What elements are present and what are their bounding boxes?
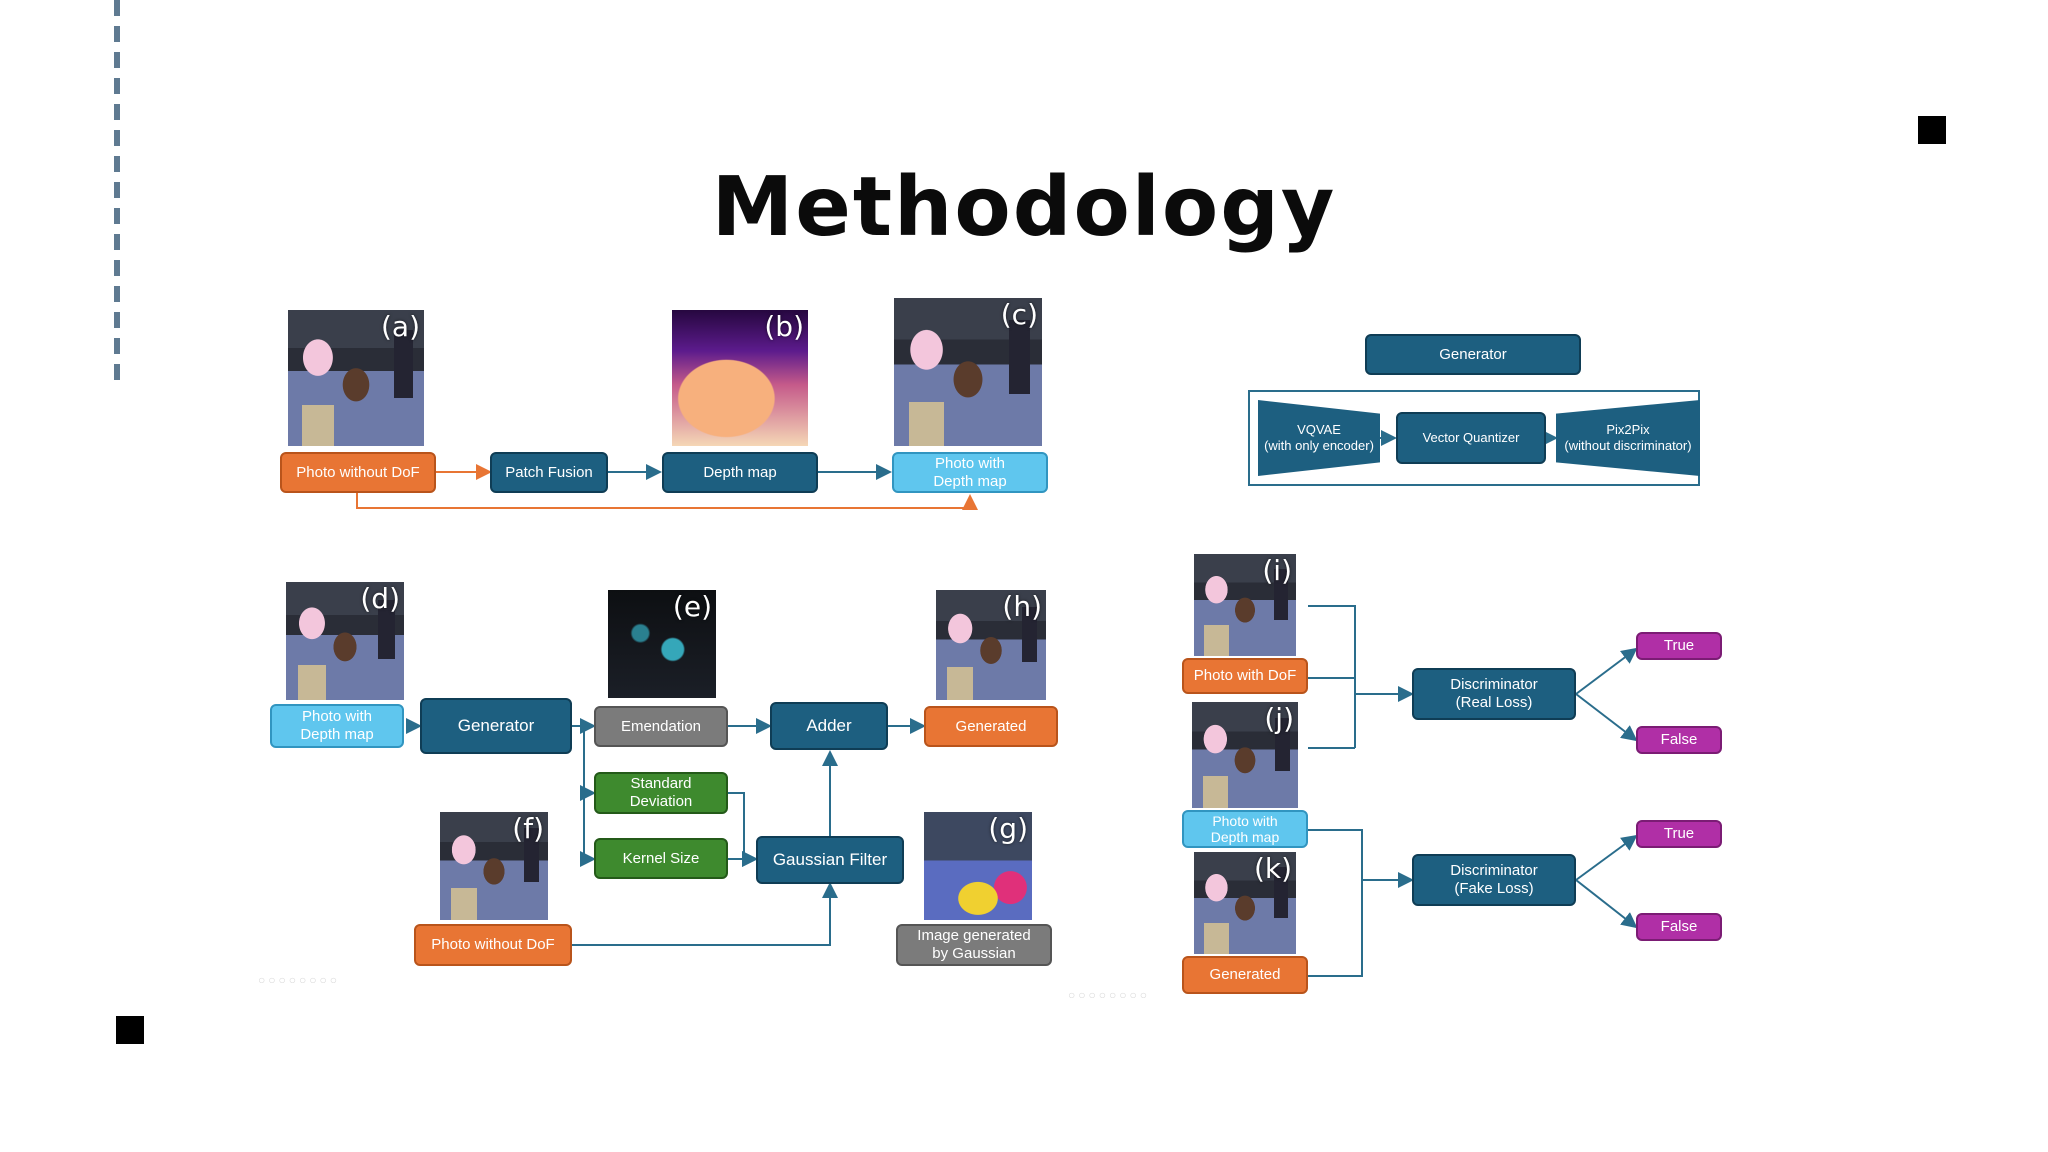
adder-box: Adder (770, 702, 888, 750)
pix2pix-label: Pix2Pix (without discriminator) (1564, 422, 1692, 453)
image-b: (b) (672, 310, 808, 446)
emendation-box: Emendation (594, 706, 728, 747)
image-generated-by-gaussian-box: Image generated by Gaussian (896, 924, 1052, 966)
photo-with-depth-map-box-top: Photo with Depth map (892, 452, 1048, 493)
photo-without-dof-box-top: Photo without DoF (280, 452, 436, 493)
faint-toolbar-right: ○○○○○○○○ (1068, 988, 1150, 1002)
decorative-square-top-right (1918, 116, 1946, 144)
vector-quantizer-block: Vector Quantizer (1396, 412, 1546, 464)
photo-with-dof-box: Photo with DoF (1182, 658, 1308, 694)
image-d: (d) (286, 582, 404, 700)
photo-with-depth-map-box-bottom: Photo with Depth map (270, 704, 404, 748)
image-k: (k) (1194, 852, 1296, 954)
gaussian-filter-box: Gaussian Filter (756, 836, 904, 884)
image-label-b: (b) (764, 310, 804, 343)
image-g: (g) (924, 812, 1032, 920)
patch-fusion-box: Patch Fusion (490, 452, 608, 493)
image-j: (j) (1192, 702, 1298, 808)
generated-box-bottom: Generated (924, 706, 1058, 747)
discriminator-fake-loss-box: Discriminator (Fake Loss) (1412, 854, 1576, 906)
image-f: (f) (440, 812, 548, 920)
image-c: (c) (894, 298, 1042, 446)
image-a: (a) (288, 310, 424, 446)
image-h: (h) (936, 590, 1046, 700)
decorative-square-bottom-left (116, 1016, 144, 1044)
slide-title: Methodology (711, 160, 1337, 255)
true-box-1: True (1636, 632, 1722, 660)
decorative-dashed-line (114, 0, 120, 380)
discriminator-real-loss-box: Discriminator (Real Loss) (1412, 668, 1576, 720)
photo-without-dof-box-bottom: Photo without DoF (414, 924, 572, 966)
false-box-2: False (1636, 913, 1722, 941)
generated-box-disc: Generated (1182, 956, 1308, 994)
generator-box: Generator (420, 698, 572, 754)
faint-toolbar-left: ○○○○○○○○ (258, 973, 340, 987)
depth-map-box: Depth map (662, 452, 818, 493)
vqvae-block: VQVAE (with only encoder) (1258, 400, 1380, 476)
standard-deviation-box: Standard Deviation (594, 772, 728, 814)
image-label-g: (g) (988, 812, 1028, 845)
image-i: (i) (1194, 554, 1296, 656)
image-label-f: (f) (512, 812, 544, 845)
image-label-d: (d) (360, 582, 400, 615)
false-box-1: False (1636, 726, 1722, 754)
image-label-a: (a) (380, 310, 420, 343)
image-label-h: (h) (1002, 590, 1042, 623)
image-label-k: (k) (1253, 852, 1292, 885)
photo-with-depth-map-box-disc: Photo with Depth map (1182, 810, 1308, 848)
image-label-c: (c) (1000, 298, 1038, 331)
image-label-j: (j) (1264, 702, 1294, 735)
vqvae-label: VQVAE (with only encoder) (1264, 422, 1374, 453)
pix2pix-block: Pix2Pix (without discriminator) (1556, 400, 1700, 476)
image-e: (e) (608, 590, 716, 698)
image-label-e: (e) (672, 590, 712, 623)
kernel-size-box: Kernel Size (594, 838, 728, 879)
generator-panel-title: Generator (1365, 334, 1581, 375)
true-box-2: True (1636, 820, 1722, 848)
image-label-i: (i) (1262, 554, 1292, 587)
